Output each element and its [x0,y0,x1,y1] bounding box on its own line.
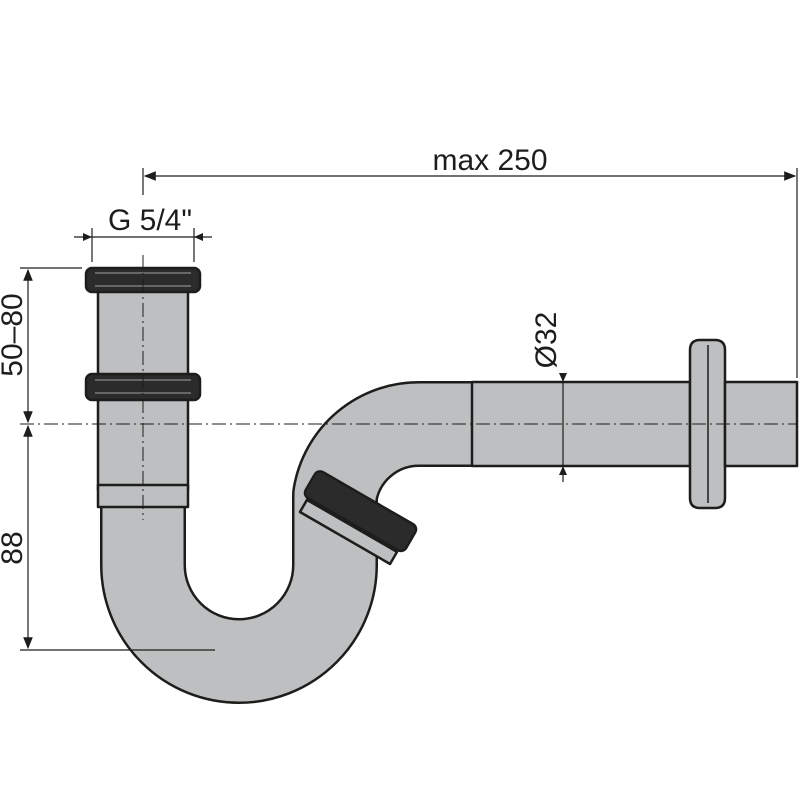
label-diameter: Ø32 [530,312,563,369]
siphon-body [84,266,799,704]
center-lines [20,255,797,520]
label-thread: G 5/4" [108,204,192,237]
label-50-80: 50–80 [0,293,29,376]
label-max-250: max 250 [432,144,547,177]
outlet-pipe-end [723,380,799,468]
dimension-lines [20,168,798,651]
bend-union-nut [298,470,418,566]
label-88: 88 [0,531,29,564]
trap-bend-fill [102,383,560,702]
